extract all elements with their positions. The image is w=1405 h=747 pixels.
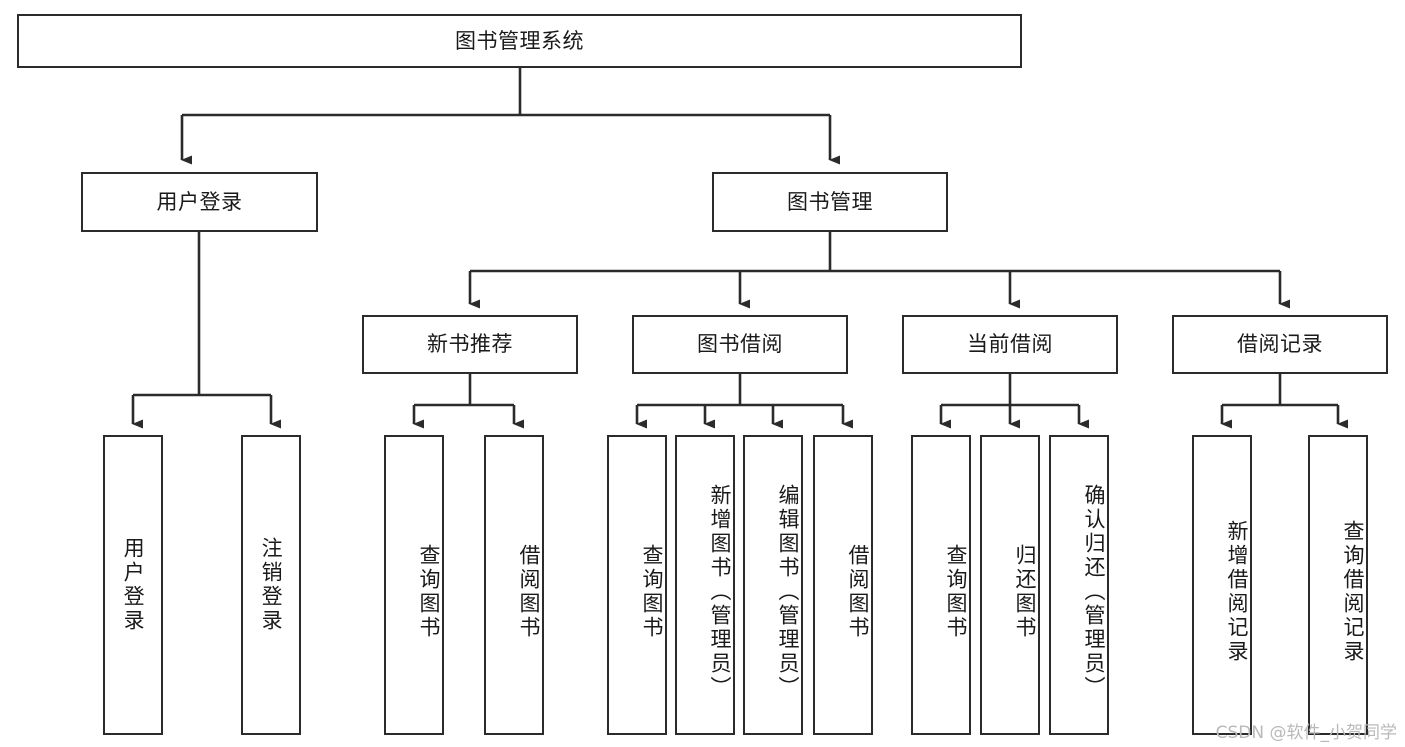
node-root-system[interactable]: 图书管理系统 [17, 14, 1022, 68]
leaf-logout-login[interactable]: 注销登录 [241, 435, 301, 735]
leaf-query-book-borrow[interactable]: 查询图书 [607, 435, 667, 735]
leaf-borrow-book[interactable]: 借阅图书 [813, 435, 873, 735]
node-book-borrow[interactable]: 图书借阅 [632, 315, 848, 374]
node-current-borrow[interactable]: 当前借阅 [902, 315, 1118, 374]
leaf-query-book-current[interactable]: 查询图书 [911, 435, 971, 735]
leaf-add-book-admin[interactable]: 新增图书（管理员） [675, 435, 735, 735]
node-borrow-record[interactable]: 借阅记录 [1172, 315, 1388, 374]
leaf-add-borrow-record[interactable]: 新增借阅记录 [1192, 435, 1252, 735]
watermark-credit: CSDN @软件_小贺同学 [1215, 723, 1397, 743]
leaf-edit-book-admin[interactable]: 编辑图书（管理员） [743, 435, 803, 735]
leaf-return-book[interactable]: 归还图书 [980, 435, 1040, 735]
node-user-login[interactable]: 用户登录 [81, 172, 318, 232]
leaf-query-book-recommend[interactable]: 查询图书 [384, 435, 444, 735]
node-book-management[interactable]: 图书管理 [712, 172, 948, 232]
leaf-borrow-book-recommend[interactable]: 借阅图书 [484, 435, 544, 735]
node-new-book-recommend[interactable]: 新书推荐 [362, 315, 578, 374]
leaf-query-borrow-record[interactable]: 查询借阅记录 [1308, 435, 1368, 735]
leaf-user-login[interactable]: 用户登录 [103, 435, 163, 735]
leaf-confirm-return-admin[interactable]: 确认归还（管理员） [1049, 435, 1109, 735]
